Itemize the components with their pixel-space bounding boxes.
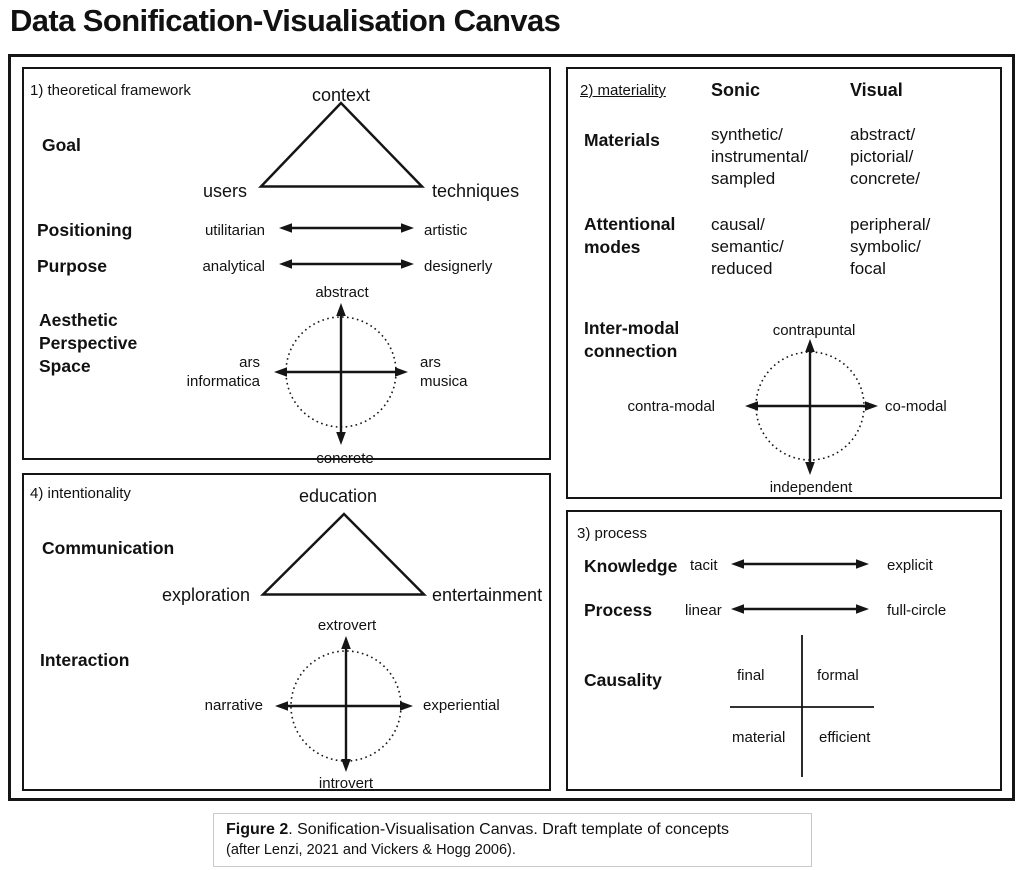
figure-caption-text: . Sonification-Visualisation Canvas. Dra… [288,821,730,838]
positioning-label: Positioning [37,220,133,240]
panel-process: 3) process Knowledge tacit explicit Proc… [566,510,1002,791]
interaction-axes [275,636,413,772]
materials-sonic-cell: synthetic/ instrumental/ sampled [711,125,809,188]
attentional-modes-label: Attentional modes [584,214,676,257]
goal-triangle-top-label: context [311,85,371,105]
purpose-label: Purpose [37,256,108,276]
intermodal-connection-label: Inter-modal connection [584,318,680,361]
interaction-right-pole: experiential [423,697,500,714]
sonic-column-header: Sonic [711,80,761,100]
process-scale-arrow [731,604,869,614]
aps-left-pole: ars informatica [186,354,260,390]
intermodal-top-pole: contrapuntal [772,322,856,339]
panel-theoretical-framework-label: 1) theoretical framework [30,82,191,99]
goal-triangle [258,101,425,188]
positioning-right-pole: artistic [424,222,468,239]
intermodal-bottom-pole: independent [769,479,853,496]
figure-caption-credit: (after Lenzi, 2021 and Vickers & Hogg 20… [226,842,516,858]
aps-bottom-pole: concrete [316,450,374,467]
materials-visual-cell: abstract/ pictorial/ concrete/ [850,125,920,188]
knowledge-scale-arrow [731,559,869,569]
aps-right-pole: ars musica [420,354,468,390]
purpose-left-pole: analytical [202,258,265,275]
knowledge-left-pole: tacit [690,557,718,574]
aps-axes [274,303,408,445]
interaction-bottom-pole: introvert [318,775,374,792]
goal-triangle-left-label: users [202,181,247,201]
panel-process-label: 3) process [577,525,648,542]
goal-triangle-right-label: techniques [432,181,520,201]
communication-triangle-right-label: entertainment [432,585,543,605]
process-left-pole: linear [685,602,722,619]
interaction-label: Interaction [40,650,130,670]
goal-label: Goal [42,135,81,155]
communication-triangle-top-label: education [298,486,378,506]
causality-quadrant-efficient: efficient [819,729,871,746]
visual-column-header: Visual [850,80,903,100]
process-label: Process [584,600,653,620]
positioning-left-pole: utilitarian [204,222,265,239]
causality-quadrant-final: final [737,667,765,684]
panel-materiality: 2) materiality Sonic Visual Materials sy… [566,67,1002,499]
panel-intentionality-label: 4) intentionality [30,485,131,502]
panel-materiality-label: 2) materiality [580,82,666,99]
intermodal-axes [745,339,878,475]
causality-label: Causality [584,670,662,690]
attentional-visual-cell: peripheral/ symbolic/ focal [850,215,931,278]
communication-triangle-left-label: exploration [161,585,250,605]
aps-top-pole: abstract [315,284,369,301]
page-title: Data Sonification-Visualisation Canvas [10,3,561,38]
attentional-sonic-cell: causal/ semantic/ reduced [711,215,784,278]
knowledge-label: Knowledge [584,556,678,576]
materials-label: Materials [584,130,660,150]
intermodal-right-pole: co-modal [885,398,947,415]
canvas-outer-frame [8,54,1015,801]
figure-caption: Figure 2. Sonification-Visualisation Can… [213,813,812,867]
causality-quadrant-material: material [732,729,786,746]
interaction-top-pole: extrovert [317,617,377,634]
communication-triangle [260,512,427,596]
causality-grid [730,635,874,777]
communication-label: Communication [42,538,175,558]
purpose-scale-arrow [279,259,414,269]
figure-caption-number: Figure 2 [226,821,289,838]
positioning-scale-arrow [279,223,414,233]
causality-quadrant-formal: formal [817,667,859,684]
panel-theoretical-framework: 1) theoretical framework Goal context us… [22,67,551,467]
interaction-left-pole: narrative [204,697,263,714]
aesthetic-perspective-space-label: Aesthetic Perspective Space [39,310,138,376]
process-right-pole: full-circle [887,602,947,619]
intermodal-left-pole: contra-modal [627,398,715,415]
purpose-right-pole: designerly [424,258,493,275]
knowledge-right-pole: explicit [887,557,933,574]
panel-intentionality: 4) intentionality education Communicatio… [22,473,551,792]
figure-caption-line1: Figure 2. Sonification-Visualisation Can… [226,819,801,841]
